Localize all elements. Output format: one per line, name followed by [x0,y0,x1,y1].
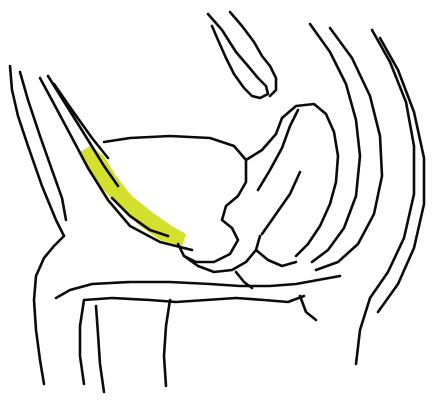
outline-upper-right-organ [246,104,338,256]
outline-right-curve-4 [378,38,424,312]
outline-bottom-contour [56,276,340,298]
outline-right-curve-2 [316,28,382,270]
outline-connector-b [256,250,296,266]
outline-left-outer [10,66,64,236]
outline-lower-lobe [184,236,260,272]
highlighted-region [80,146,186,246]
outline-right-curve-3 [356,30,414,364]
outline-left-wall [34,236,64,384]
outline-lower-left-b [96,306,104,392]
outline-lower-middle-a [164,300,170,386]
outline-lower-middle-b [300,296,316,320]
outline-bottom-inner [84,296,304,302]
outline-lower-left-a [80,300,84,384]
outline-right-inner-a [258,110,298,190]
outline-right-inner-b [262,172,300,234]
outline-top-knob [208,14,268,98]
